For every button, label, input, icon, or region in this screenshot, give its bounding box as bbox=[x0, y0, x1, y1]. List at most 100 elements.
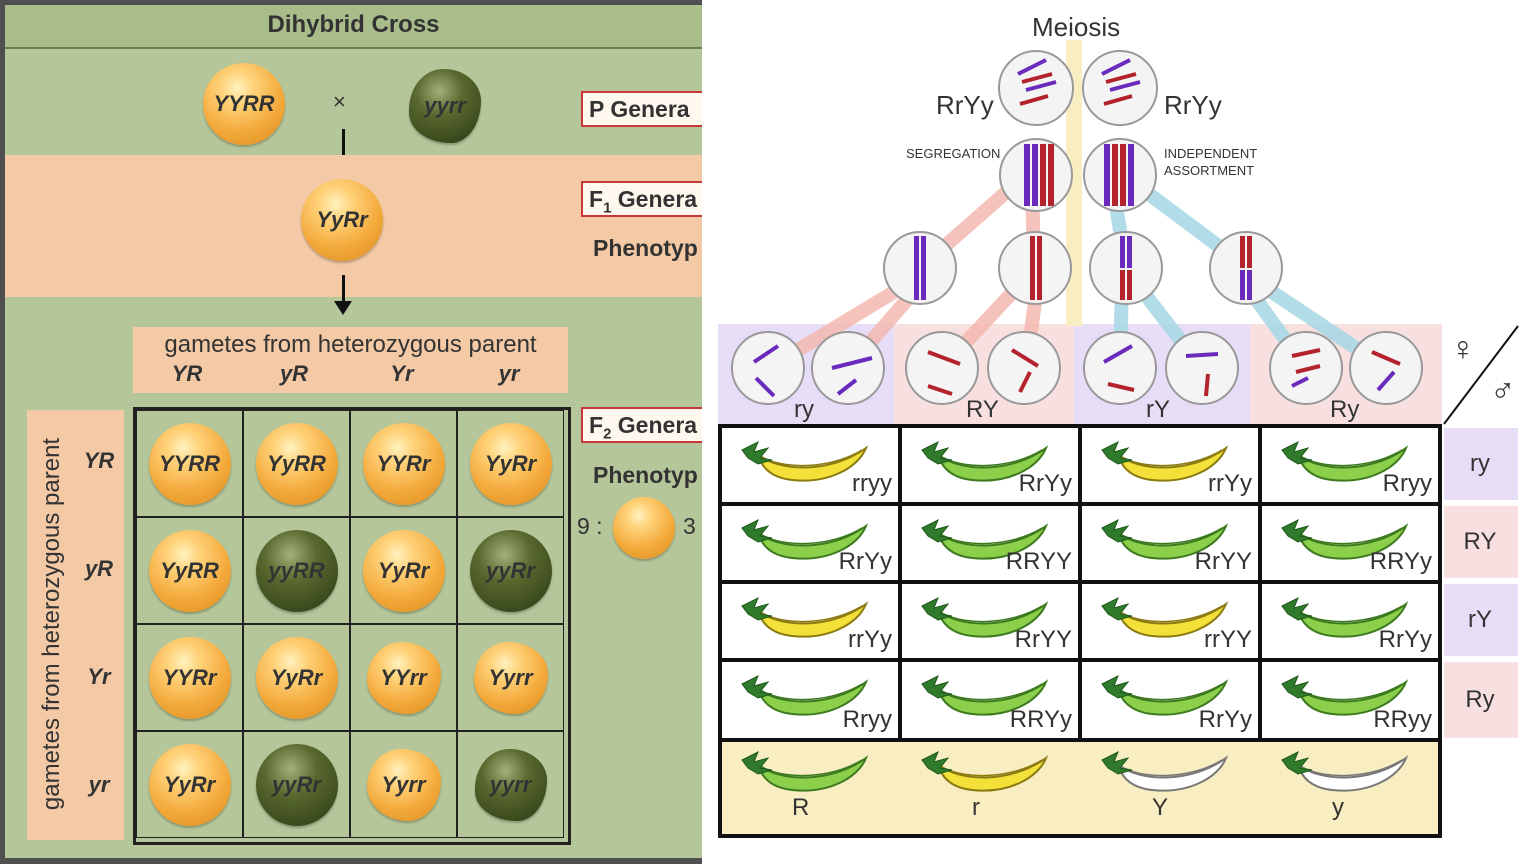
pod-cell: Rryy bbox=[1262, 428, 1438, 502]
meiosis-ii-cell bbox=[1209, 231, 1283, 305]
f2-phenotype-label: Phenotyp bbox=[593, 462, 698, 488]
pea-pod bbox=[1098, 668, 1230, 725]
cell-genotype: YyRR bbox=[160, 557, 219, 583]
meiosis-ii-cell bbox=[883, 231, 957, 305]
pea-green-round: yyRr bbox=[469, 529, 552, 612]
gametes-side-header: gametes from heterozygous parent YR yR Y… bbox=[27, 410, 124, 840]
gametes-top-label: gametes from heterozygous parent bbox=[164, 331, 537, 358]
pea-pod-icon bbox=[741, 674, 869, 716]
pea-pod bbox=[1278, 590, 1410, 647]
gamete-cell bbox=[811, 331, 885, 405]
f2-label-sub: 2 bbox=[603, 425, 612, 443]
gamete-cell bbox=[731, 331, 805, 405]
dihybrid-cross-background: Dihybrid Cross YYRR × yyrr P Genera YyRr… bbox=[5, 5, 702, 858]
punnett-cell: Yyrr bbox=[350, 731, 457, 838]
pea-pod-icon bbox=[921, 750, 1049, 792]
pod-cell: RrYY bbox=[1082, 506, 1258, 580]
pea-pod-icon bbox=[1281, 750, 1409, 792]
f1-generation-label: F1 Genera bbox=[581, 181, 702, 217]
gamete-top-2: yR bbox=[279, 361, 309, 386]
pod-cell: Rryy bbox=[722, 662, 898, 738]
male-symbol-icon: ♂ bbox=[1490, 372, 1516, 410]
pea-yellow-round: YYRR bbox=[148, 422, 231, 505]
pea-pod bbox=[1098, 590, 1230, 647]
pea-pod bbox=[1278, 512, 1410, 569]
cell-genotype: YyRr bbox=[377, 557, 430, 583]
pod-genotype: rrYY bbox=[1204, 626, 1252, 653]
row-label: RY bbox=[1463, 528, 1497, 555]
pea-yellow-round: YYRr bbox=[148, 636, 231, 719]
gamete-cell bbox=[1165, 331, 1239, 405]
punnett-cell: YyRr bbox=[457, 410, 564, 517]
punnett-cell: yyRR bbox=[243, 517, 350, 624]
punnett-cell: YyRR bbox=[136, 517, 243, 624]
pod-genotype: RrYy bbox=[1018, 470, 1072, 497]
f1-phenotype-label: Phenotyp bbox=[593, 235, 698, 261]
legend-item: r bbox=[918, 744, 1068, 821]
punnett-cell: YYRr bbox=[136, 624, 243, 731]
pod-genotype: RrYy bbox=[1198, 706, 1252, 733]
pea-pod-icon bbox=[1281, 518, 1409, 560]
cell-genotype: YYrr bbox=[380, 664, 427, 690]
punnett-cell: YyRR bbox=[243, 410, 350, 517]
cell-genotype: yyrr bbox=[489, 771, 532, 797]
pea-pod-icon bbox=[1281, 440, 1409, 482]
parent-pea-yellow-round: YYRR bbox=[203, 63, 285, 145]
gametes-top-header: gametes from heterozygous parent YR yR Y… bbox=[133, 327, 568, 393]
punnett-cell: YyRr bbox=[350, 517, 457, 624]
meiosis-ii-cell bbox=[1089, 231, 1163, 305]
f2-label-rest: Genera bbox=[611, 412, 698, 438]
gamete-cell bbox=[987, 331, 1061, 405]
row-labels: ry RY rY Ry bbox=[1444, 428, 1518, 738]
pea-pod-icon bbox=[741, 518, 869, 560]
pea-pod bbox=[1098, 434, 1230, 491]
row-label: ry bbox=[1470, 450, 1490, 477]
pea-pod bbox=[738, 512, 870, 569]
pod-cell: RrYy bbox=[1082, 662, 1258, 738]
f1-label-base: F bbox=[589, 186, 604, 212]
row-band bbox=[1444, 428, 1518, 500]
punnett-cell: YYRR bbox=[136, 410, 243, 517]
female-symbol-icon: ♀ bbox=[1450, 330, 1476, 368]
center-stripe bbox=[1066, 40, 1082, 326]
ratio-first: 9 : bbox=[577, 513, 603, 539]
legend-label: R bbox=[792, 794, 810, 821]
legend-item: Y bbox=[1098, 744, 1248, 821]
punnett-cell: YyRr bbox=[136, 731, 243, 838]
pea-pod-icon bbox=[1101, 674, 1229, 716]
pod-genotype: RrYY bbox=[1014, 626, 1072, 653]
gamete-group-label: ry bbox=[794, 396, 814, 423]
pea-pod-icon bbox=[921, 674, 1049, 716]
gamete-cell bbox=[1083, 331, 1157, 405]
pod-cell: RrYy bbox=[902, 428, 1078, 502]
punnett-cell: YyRr bbox=[243, 624, 350, 731]
cell-genotype: Yyrr bbox=[488, 664, 533, 690]
title-bar: Dihybrid Cross bbox=[5, 5, 702, 49]
pod-cell: RrYY bbox=[902, 584, 1078, 658]
ratio-second: 3 bbox=[683, 513, 696, 539]
cross-symbol: × bbox=[333, 89, 346, 114]
gamete-top-4: yr bbox=[498, 361, 520, 386]
pea-pod bbox=[1278, 668, 1410, 725]
p-generation-label: P Genera bbox=[581, 91, 702, 127]
punnett-cell: yyRr bbox=[243, 731, 350, 838]
pea-yellow-round: YyRr bbox=[469, 422, 552, 505]
segregation-label: SEGREGATION bbox=[906, 146, 1001, 161]
pea-yellow-round: YyRr bbox=[148, 743, 231, 826]
row-band bbox=[1444, 584, 1518, 656]
pea-yellow-wrinkled: Yyrr bbox=[366, 748, 441, 821]
pea-pod-icon bbox=[1101, 518, 1229, 560]
arrow-shaft bbox=[342, 275, 345, 303]
punnett-cell: yyRr bbox=[457, 517, 564, 624]
cell-genotype: YyRr bbox=[484, 450, 537, 476]
gametes-side-label: gametes from heterozygous parent bbox=[38, 437, 65, 811]
legend-label: r bbox=[972, 794, 980, 821]
pod-cell: rrYY bbox=[1082, 584, 1258, 658]
parent1-genotype: YYRR bbox=[213, 91, 275, 116]
cell-genotype: yyRR bbox=[268, 557, 325, 583]
meiosis-ii-cell bbox=[998, 231, 1072, 305]
gamete-side-1: YR bbox=[83, 448, 115, 473]
pea-pod-punnett-panel: Meiosis RrYy RrYy SEGREGATION INDEPENDEN… bbox=[702, 0, 1536, 864]
pod-genotype: RRYy bbox=[1009, 706, 1072, 733]
